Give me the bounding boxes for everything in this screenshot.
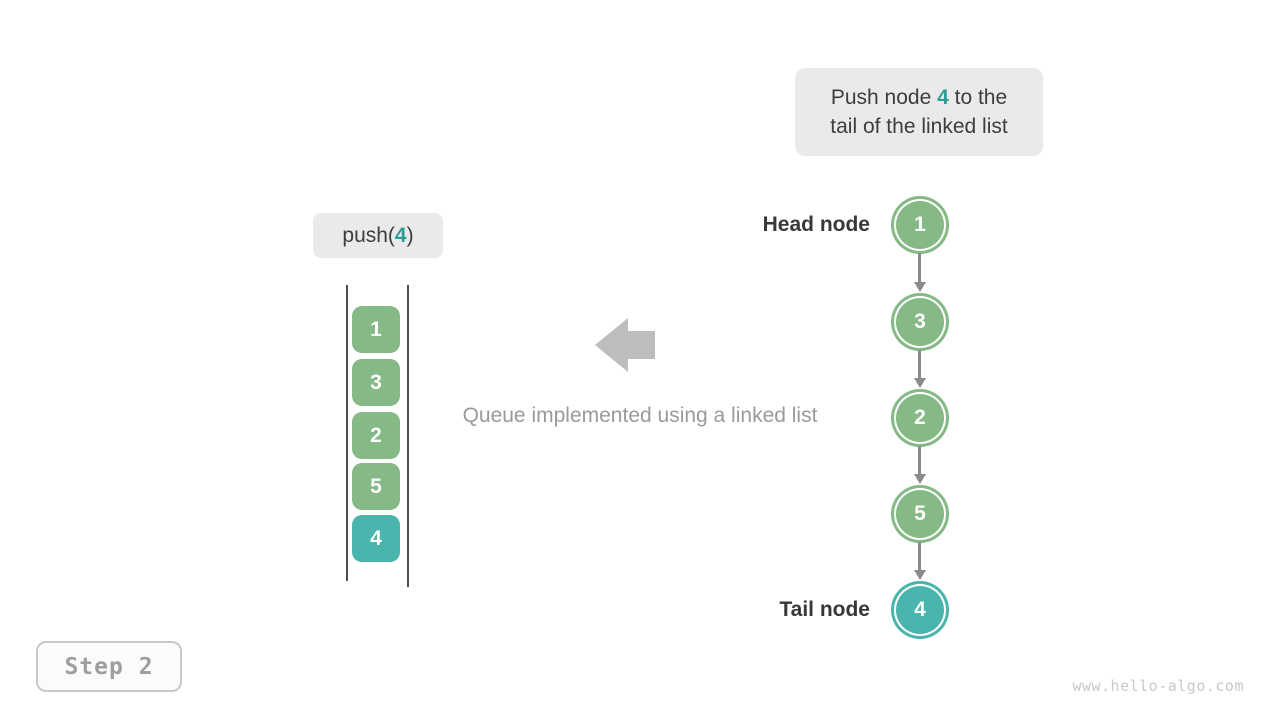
tail-node-label: Tail node	[779, 598, 870, 621]
callout-line-2: tail of the linked list	[830, 115, 1008, 138]
queue-cell: 5	[352, 463, 400, 510]
down-arrow-icon	[913, 446, 926, 484]
watermark: www.hello-algo.com	[1072, 677, 1244, 695]
callout-value: 4	[937, 86, 949, 109]
queue-cell: 3	[352, 359, 400, 406]
step-badge: Step 2	[36, 641, 182, 692]
queue-cell: 1	[352, 306, 400, 353]
queue-cell: 4	[352, 515, 400, 562]
push-call-text: )	[406, 223, 414, 247]
head-node-label: Head node	[762, 213, 870, 236]
push-call-value: 4	[394, 223, 407, 247]
queue-wall-left	[346, 285, 348, 581]
push-call-label: push(4)	[313, 213, 443, 258]
caption: Queue implemented using a linked list	[462, 404, 818, 427]
linked-list-node: 2	[891, 389, 949, 447]
down-arrow-icon	[913, 542, 926, 580]
linked-list-node: 4	[891, 581, 949, 639]
left-block-arrow-icon	[595, 318, 655, 372]
queue-wall-right	[407, 285, 409, 587]
down-arrow-icon	[913, 350, 926, 388]
linked-list-node: 3	[891, 293, 949, 351]
callout-text: to the	[948, 86, 1008, 109]
linked-list-node: 5	[891, 485, 949, 543]
callout-line-1: Push node 4 to the	[831, 83, 1007, 112]
linked-list-node: 1	[891, 196, 949, 254]
push-call-text: push(	[342, 223, 395, 247]
queue-cell: 2	[352, 412, 400, 459]
down-arrow-icon	[913, 253, 926, 292]
callout-bubble: Push node 4 to the tail of the linked li…	[795, 68, 1043, 156]
callout-text: Push node	[830, 86, 938, 109]
